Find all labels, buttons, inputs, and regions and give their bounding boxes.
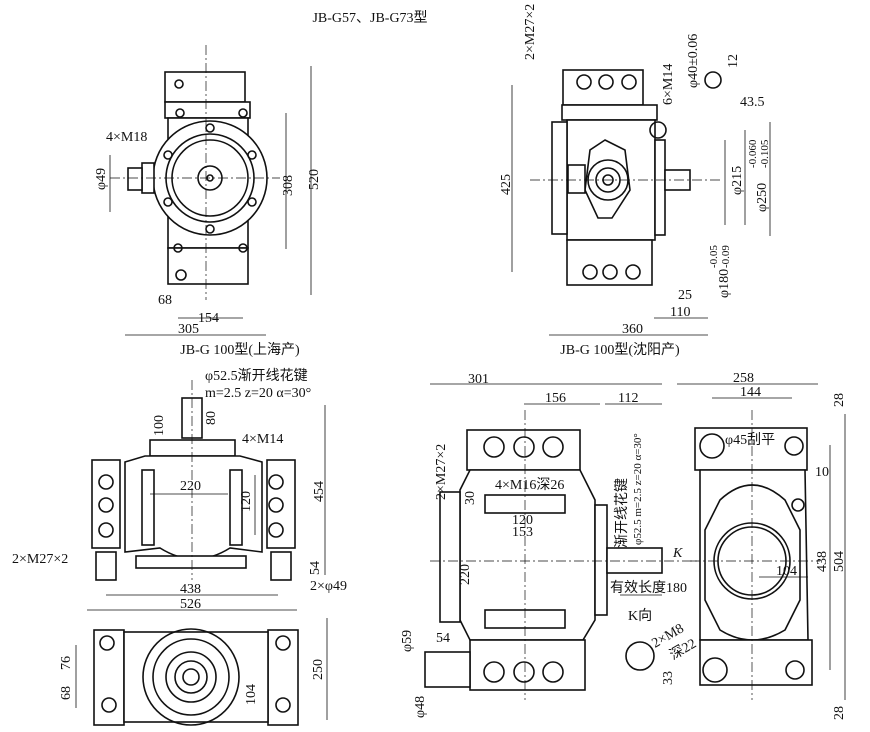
dim-phi180-tol-lower: -0.09: [720, 245, 732, 268]
dim-54: 54: [308, 561, 323, 575]
dim-phi45: φ45刮平: [725, 432, 775, 448]
view-g73-end: 258 144 φ45刮平 10 104 438 504 28 28: [677, 371, 847, 720]
dim-54: 54: [436, 631, 450, 646]
dim-425: 425: [499, 174, 514, 195]
dim-438: 438: [180, 582, 201, 597]
dim-4xm16: 4×M16深26: [495, 477, 564, 493]
dim-phi180-tol-upper: -0.05: [708, 245, 720, 268]
dim-153: 153: [512, 525, 533, 540]
view-g57-front: φ52.5渐开线花键 m=2.5 z=20 α=30° 100 80 4×M14…: [12, 368, 347, 612]
dim-spline: 渐开线花键: [614, 478, 630, 548]
dim-25: 25: [678, 288, 692, 303]
caption-shenyang: JB-G 100型(沈阳产): [560, 342, 680, 358]
dim-phi215: φ215: [730, 166, 745, 195]
dim-phi59: φ59: [400, 630, 415, 652]
dim-220: 220: [180, 479, 201, 494]
dim-68: 68: [158, 293, 172, 308]
dim-68: 68: [59, 686, 74, 700]
dim-100: 100: [152, 415, 167, 436]
dim-6xm14: 6×M14: [661, 64, 676, 105]
dim-110: 110: [670, 305, 690, 320]
dim-220: 220: [458, 564, 473, 585]
dim-76: 76: [59, 656, 74, 670]
dim-4xm18: 4×M18: [106, 130, 147, 145]
dim-454: 454: [312, 481, 327, 502]
dim-30: 30: [463, 491, 478, 505]
dim-spline-params: m=2.5 z=20 α=30°: [205, 386, 311, 401]
dim-360: 360: [622, 322, 643, 337]
label-k-view: K向: [628, 608, 652, 624]
dim-effective-length: 有效长度180: [610, 580, 687, 596]
dim-104: 104: [776, 564, 797, 579]
dim-phi49: φ49: [94, 168, 109, 190]
dim-2xm27x2: 2×M27×2: [12, 552, 68, 567]
dim-112: 112: [618, 391, 638, 406]
dim-526: 526: [180, 597, 201, 612]
view-g73-side: 301 156 112 2×M27×2 4×M16深26 30 120 153 …: [400, 372, 700, 718]
dim-spline: φ52.5渐开线花键: [205, 368, 308, 384]
dim-305: 305: [178, 322, 199, 337]
dim-phi250-tol-upper: -0.060: [747, 139, 759, 168]
dim-28-top: 28: [832, 393, 847, 407]
dim-504: 504: [832, 551, 847, 572]
dim-154: 154: [198, 311, 219, 326]
dim-308: 308: [281, 175, 296, 196]
dim-4xm14: 4×M14: [242, 432, 283, 447]
dim-phi180: φ180: [717, 269, 732, 298]
dim-12: 12: [726, 54, 741, 68]
dim-120: 120: [512, 513, 533, 528]
dim-43-5: 43.5: [740, 95, 765, 110]
dim-2xphi49: 2×φ49: [310, 579, 347, 594]
dim-258: 258: [733, 371, 754, 386]
drawing-title: JB-G57、JB-G73型: [312, 10, 427, 26]
caption-shanghai: JB-G 100型(上海产): [180, 342, 300, 358]
view-g57-bottom: 76 68 104 250: [59, 618, 328, 726]
dim-2xm27x2: 2×M27×2: [523, 4, 538, 60]
dim-spline-params: φ52.5 m=2.5 z=20 α=30°: [632, 433, 644, 545]
view-shenyang: 2×M27×2 6×M14 φ40±0.06 12 43.5 425 φ215 …: [499, 4, 771, 358]
dim-104: 104: [244, 684, 259, 705]
dim-144: 144: [740, 385, 761, 400]
view-shanghai: 4×M18 φ49 308 520 68 154 305 JB-G 100型(上…: [94, 45, 322, 358]
dim-phi250-tol-lower: -0.105: [759, 139, 771, 168]
dim-33: 33: [661, 671, 676, 685]
dim-156: 156: [545, 391, 566, 406]
dim-80: 80: [204, 411, 219, 425]
dim-phi40: φ40±0.06: [686, 34, 701, 88]
dim-phi48: φ48: [413, 696, 428, 718]
dim-301: 301: [468, 372, 489, 387]
dim-438: 438: [815, 551, 830, 572]
dim-2xm27x2: 2×M27×2: [434, 444, 449, 500]
dim-250: 250: [311, 659, 326, 680]
dim-phi250: φ250: [755, 183, 770, 212]
dim-10: 10: [815, 465, 829, 480]
dim-120: 120: [239, 491, 254, 512]
dim-520: 520: [307, 169, 322, 190]
label-k: K: [672, 546, 683, 561]
dim-28-bottom: 28: [832, 706, 847, 720]
